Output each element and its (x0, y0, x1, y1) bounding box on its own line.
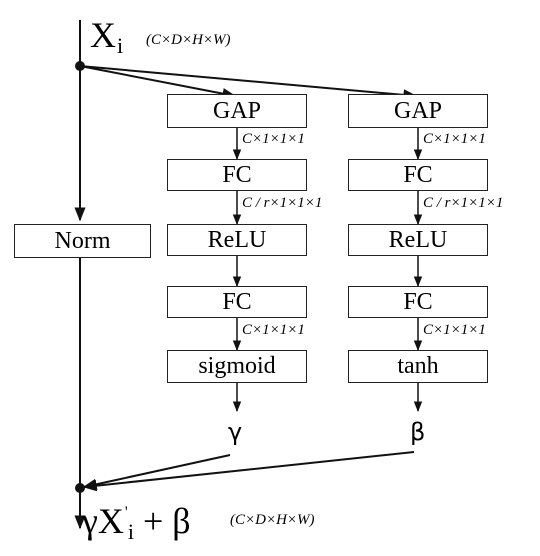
right-tanh-block: tanh (348, 350, 488, 383)
right-dims-1: C×1×1×1 (423, 131, 486, 147)
right-gap-block: GAP (348, 94, 488, 128)
left-dims-2: C / r×1×1×1 (242, 195, 323, 211)
left-dims-3: C×1×1×1 (242, 322, 305, 338)
gamma-merge-arrow (82, 454, 231, 490)
right-fc-block-2: FC (348, 286, 488, 318)
norm-block: Norm (14, 224, 151, 258)
right-fc-block-1: FC (348, 159, 488, 191)
merge-junction-dot (75, 483, 85, 493)
left-fc-block-2: FC (167, 286, 307, 318)
gamma-output: γ (228, 418, 243, 446)
left-fc-block-1: FC (167, 159, 307, 191)
output-dims: (C×D×H×W) (230, 512, 315, 528)
output-formula: γX'i + β (82, 501, 191, 544)
right-dims-3: C×1×1×1 (423, 322, 486, 338)
branch-arrow-right (79, 65, 418, 101)
right-dims-2: C / r×1×1×1 (423, 195, 504, 211)
left-gap-block: GAP (167, 94, 307, 128)
input-dims: (C×D×H×W) (146, 32, 231, 48)
branch-arrow-left (79, 65, 237, 100)
left-relu-block: ReLU (167, 224, 307, 256)
right-relu-block: ReLU (348, 224, 488, 256)
left-dims-1: C×1×1×1 (242, 131, 305, 147)
input-label: Xi (90, 15, 124, 58)
beta-merge-arrow (82, 451, 415, 492)
beta-output: β (410, 418, 426, 446)
left-sigmoid-block: sigmoid (167, 350, 307, 383)
